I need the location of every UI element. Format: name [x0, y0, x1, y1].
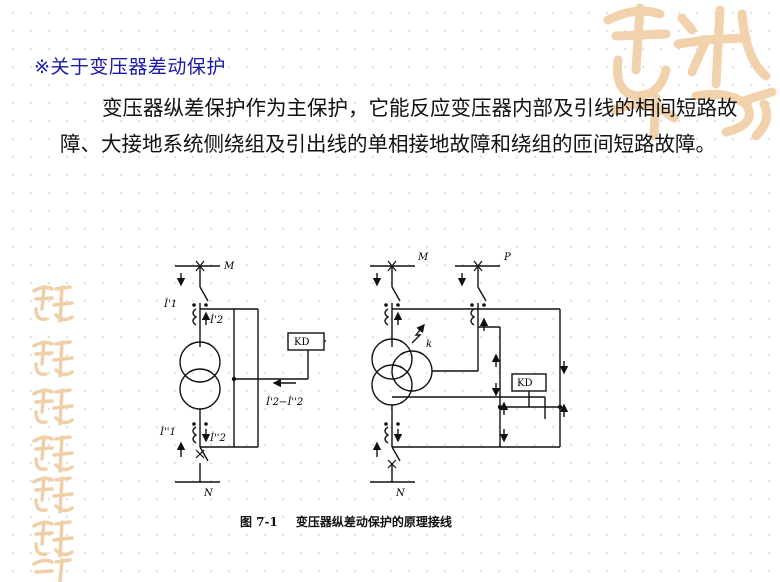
differential-protection-diagram: M N İ'1 İ'2 İ''1 İ''2 KD İ'2−İ''2 M P N …	[159, 252, 569, 499]
bus-label-n-right: N	[395, 488, 406, 499]
figure-number: 图 7-1	[240, 515, 278, 529]
calligraphy-stamp-small	[32, 558, 72, 582]
current-label-i1-prime: İ'1	[163, 298, 177, 310]
calligraphy-stamp-small	[32, 340, 74, 378]
relay-label-right: KD	[517, 378, 533, 389]
fault-label-k: k	[426, 339, 432, 350]
right-circuit	[370, 265, 569, 483]
left-circuit	[175, 265, 326, 483]
figure-caption: 图 7-1 变压器纵差动保护的原理接线	[240, 513, 470, 530]
section-heading: ※关于变压器差动保护	[34, 56, 226, 78]
current-label-i2-prime: İ'2	[209, 314, 223, 326]
current-label-i2-dprime: İ''2	[209, 432, 226, 444]
calligraphy-stamp-small	[32, 520, 74, 558]
bus-label-p: P	[503, 252, 511, 263]
calligraphy-stamp-small	[32, 388, 74, 426]
calligraphy-stamp-small	[32, 285, 74, 323]
body-paragraph: 变压器纵差保护作为主保护，它能反应变压器内部及引线的相间短路故障、大接地系统侧绕…	[60, 96, 738, 156]
calligraphy-stamp-small	[32, 476, 74, 514]
diff-current-label: İ'2−İ''2	[265, 396, 303, 408]
figure-title: 变压器纵差动保护的原理接线	[295, 515, 452, 529]
calligraphy-stamp-small	[32, 435, 74, 473]
bus-label-n: N	[203, 488, 214, 499]
relay-label-left: KD	[294, 337, 310, 348]
current-label-i1-dprime: İ''1	[159, 426, 176, 438]
bus-label-m-right: M	[417, 252, 429, 263]
calligraphy-stamp-large	[603, 3, 777, 140]
bus-label-m: M	[223, 261, 235, 272]
